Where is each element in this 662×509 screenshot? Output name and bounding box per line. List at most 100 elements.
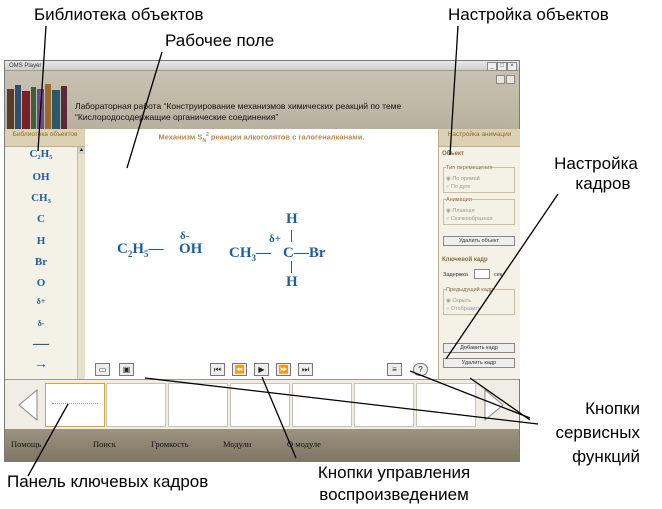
play-button[interactable]: ▶ bbox=[254, 363, 269, 376]
keyframe-slot-4[interactable] bbox=[230, 383, 290, 427]
library-item-oh[interactable]: OH bbox=[32, 171, 50, 183]
prev-frame-label: Предыдущий кадр bbox=[446, 287, 494, 293]
move-opt-arc[interactable]: ○ По дуге bbox=[446, 184, 471, 190]
delete-frame-button[interactable]: Удалить кадр bbox=[443, 358, 515, 368]
fast-forward-button[interactable]: ⏩ bbox=[276, 363, 291, 376]
title-bar: OMS Player _ □ × bbox=[5, 61, 519, 71]
rewind-icon: ⏪ bbox=[234, 365, 245, 374]
maximize-icon[interactable]: □ bbox=[497, 62, 507, 71]
add-frame-button[interactable]: Добавить кадр bbox=[443, 343, 515, 353]
save-button[interactable]: ▣ bbox=[119, 363, 134, 376]
ethyl-c-sub: 2 bbox=[127, 249, 133, 259]
prev-frames-arrow-icon[interactable] bbox=[17, 388, 39, 422]
window-title: OMS Player bbox=[9, 63, 42, 69]
library-item-c[interactable]: C bbox=[37, 213, 45, 225]
workspace[interactable]: Механизм SN2 реакции алкоголятов с галог… bbox=[85, 129, 438, 379]
ethyl-h: H bbox=[132, 241, 145, 257]
delta-plus-label[interactable]: δ+ bbox=[269, 233, 281, 245]
anim-opt-smooth[interactable]: ◉ Плавная bbox=[446, 208, 475, 214]
anim-opt-smooth-label: Плавная bbox=[452, 208, 475, 214]
delay-unit: сек. bbox=[494, 272, 504, 278]
keyframe-slot-7[interactable] bbox=[416, 383, 476, 427]
folder-icon: ▭ bbox=[98, 365, 107, 374]
scroll-up-icon[interactable]: ▲ bbox=[78, 147, 85, 154]
keyframe-thumbnail-1[interactable] bbox=[45, 383, 105, 427]
move-opt-straight-label: По прямой bbox=[452, 176, 480, 182]
save-icon: ▣ bbox=[122, 365, 131, 374]
skip-last-icon: ⏭ bbox=[301, 365, 310, 374]
move-type-label: Тип перемещения bbox=[446, 165, 493, 171]
library-item-bond[interactable]: — bbox=[33, 335, 49, 352]
first-frame-button[interactable]: ⏮ bbox=[210, 363, 225, 376]
keyframe-slot-5[interactable] bbox=[292, 383, 352, 427]
central-carbon[interactable]: C—Br bbox=[283, 245, 326, 262]
banner-restore-icon[interactable] bbox=[496, 75, 505, 84]
callout-library: Библиотека объектов bbox=[34, 5, 204, 24]
anim-opt-jump[interactable]: ○ Скачкообразная bbox=[446, 216, 493, 222]
menu-volume[interactable]: Громкость bbox=[151, 439, 189, 449]
help-button[interactable]: ? bbox=[413, 363, 428, 376]
callout-service-line3: функций bbox=[572, 447, 640, 466]
library-item-br[interactable]: Br bbox=[34, 256, 48, 268]
prev-opt-show-label: Отобразить bbox=[450, 306, 481, 312]
hydrogen-bottom[interactable]: H bbox=[286, 274, 298, 290]
delay-input[interactable] bbox=[474, 269, 490, 279]
settings-header: Настройка анимации bbox=[439, 129, 520, 147]
prev-opt-show[interactable]: ○ Отобразить bbox=[446, 306, 481, 312]
bromine-br: Br bbox=[308, 245, 326, 261]
open-folder-button[interactable]: ▭ bbox=[95, 363, 110, 376]
callout-service-line2: сервисных bbox=[555, 423, 640, 442]
ethyl-c: C bbox=[117, 241, 128, 257]
delete-object-button[interactable]: Удалить объект bbox=[443, 236, 515, 246]
mechanism-title-sup: 2 bbox=[206, 132, 209, 138]
library-item-delta-minus[interactable]: δ- bbox=[37, 319, 45, 328]
menu-modules[interactable]: Модули bbox=[223, 439, 252, 449]
library-item-delta-plus[interactable]: δ+ bbox=[36, 297, 46, 306]
keyframe-slot-2[interactable] bbox=[106, 383, 166, 427]
callout-keyframe-panel: Панель ключевых кадров bbox=[7, 472, 209, 491]
methyl-group[interactable]: CH3— bbox=[229, 245, 271, 263]
object-library: Библиотека объектов C₂H₅ OH CH₃ C H Br O… bbox=[5, 129, 86, 379]
hydrogen-top[interactable]: H bbox=[286, 211, 298, 227]
menu-search[interactable]: Поиск bbox=[93, 439, 116, 449]
library-item-h[interactable]: H bbox=[36, 235, 46, 247]
close-icon[interactable]: × bbox=[507, 62, 517, 71]
molecule-ethoxide[interactable]: C2H5— bbox=[117, 241, 164, 259]
book-shelf-icon bbox=[7, 89, 14, 129]
next-frames-arrow-icon[interactable] bbox=[483, 388, 505, 422]
library-item-o[interactable]: O bbox=[36, 277, 46, 289]
move-opt-straight[interactable]: ◉ По прямой bbox=[446, 176, 480, 182]
hydroxyl-group[interactable]: OH bbox=[179, 241, 203, 257]
notes-button[interactable]: ≡ bbox=[387, 363, 402, 376]
library-item-arrow[interactable]: → bbox=[34, 357, 48, 372]
callout-service-buttons: Кнопки сервисных функций bbox=[528, 397, 640, 469]
help-icon: ? bbox=[418, 365, 423, 374]
keyframe-section-label: Ключевой кадр bbox=[442, 257, 488, 263]
prev-opt-hide[interactable]: ◉ Скрыть bbox=[446, 298, 472, 304]
menu-about[interactable]: О модуле bbox=[287, 439, 321, 449]
animation-label: Анимация bbox=[446, 197, 472, 203]
callout-service-line1: Кнопки bbox=[585, 399, 640, 418]
callout-workspace: Рабочее поле bbox=[165, 31, 275, 50]
callout-playback-line2: воспроизведением bbox=[319, 485, 469, 504]
keyframe-slot-6[interactable] bbox=[354, 383, 414, 427]
menu-help[interactable]: Помощь bbox=[11, 439, 42, 449]
move-type-group: Тип перемещения ◉ По прямой ○ По дуге bbox=[443, 165, 515, 193]
lab-title: Лабораторная работа “Конструирование мех… bbox=[75, 101, 402, 122]
callout-playback: Кнопки управления воспроизведением bbox=[300, 462, 488, 506]
library-item-c2h5[interactable]: C₂H₅ bbox=[29, 148, 53, 160]
methyl-bond: — bbox=[256, 245, 271, 261]
delta-minus-label[interactable]: δ- bbox=[180, 230, 190, 242]
banner-minimize-icon[interactable] bbox=[506, 75, 515, 84]
methyl-sub: 3 bbox=[251, 253, 257, 263]
anim-opt-jump-label: Скачкообразная bbox=[450, 216, 493, 222]
app-window: OMS Player _ □ × Лабораторная работа “Ко… bbox=[4, 60, 520, 462]
library-scrollbar[interactable]: ▲ bbox=[77, 147, 85, 379]
rewind-button[interactable]: ⏪ bbox=[232, 363, 247, 376]
keyframe-slot-3[interactable] bbox=[168, 383, 228, 427]
minimize-icon[interactable]: _ bbox=[487, 62, 497, 71]
last-frame-button[interactable]: ⏭ bbox=[298, 363, 313, 376]
library-item-ch3[interactable]: CH₃ bbox=[31, 192, 51, 204]
ethyl-h-sub: 5 bbox=[144, 249, 149, 259]
prev-opt-hide-label: Скрыть bbox=[452, 298, 472, 304]
